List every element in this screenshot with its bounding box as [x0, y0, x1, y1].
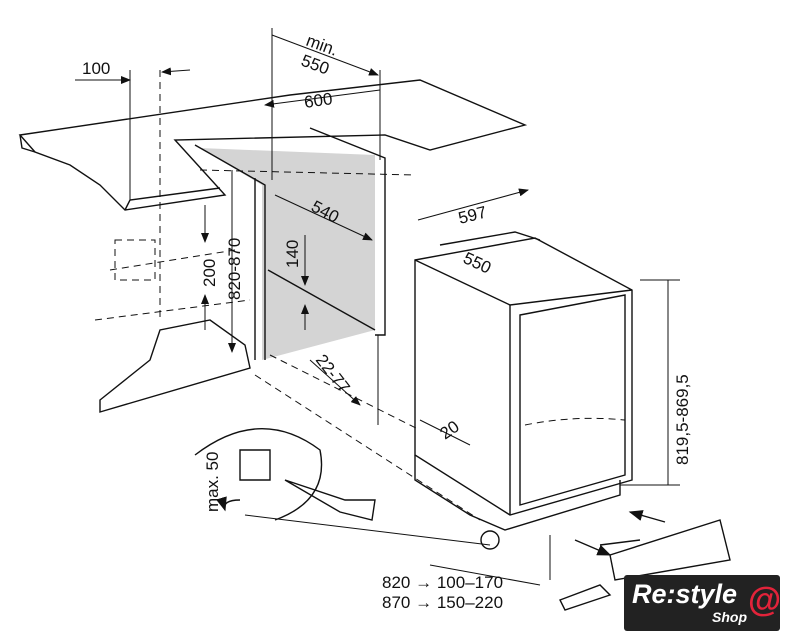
vent-height-label: 140	[283, 240, 302, 268]
niche-depth-label: 600	[303, 89, 334, 112]
appliance-height-label: 819,5-869,5	[673, 374, 692, 465]
plinth-range-value: 150–220	[436, 593, 504, 612]
appliance-depth-label: 550	[460, 248, 494, 277]
plinth-table: 820 → 100–170 870 → 150–220	[382, 573, 503, 613]
arrow-icon: →	[415, 593, 433, 612]
foot-detail	[194, 427, 731, 611]
appliance-width-label: 597	[456, 203, 488, 228]
foot-adjust-label: max. 50	[203, 452, 222, 512]
panel-gap-label: 22-77	[312, 351, 354, 397]
niche-height-value: 870	[382, 593, 411, 612]
logo-brand: Re:style	[632, 579, 738, 609]
dimension-lines	[75, 28, 680, 580]
logo-sub: Shop	[712, 609, 747, 625]
arrow-icon: →	[415, 573, 433, 592]
niche-height-label: 820-870	[225, 238, 244, 300]
niche	[94, 70, 481, 521]
top-offset-label: 100	[82, 59, 110, 78]
socket-height-label: 200	[200, 259, 219, 287]
plinth-range-value: 100–170	[436, 573, 504, 592]
restyle-shop-logo: Re:style @ Shop	[624, 575, 782, 631]
plinth-row: 870 → 150–220	[382, 593, 503, 613]
appliance	[414, 231, 633, 531]
at-cart-icon: @	[748, 581, 782, 619]
niche-height-value: 820	[382, 573, 411, 592]
plinth-row: 820 → 100–170	[382, 573, 503, 593]
